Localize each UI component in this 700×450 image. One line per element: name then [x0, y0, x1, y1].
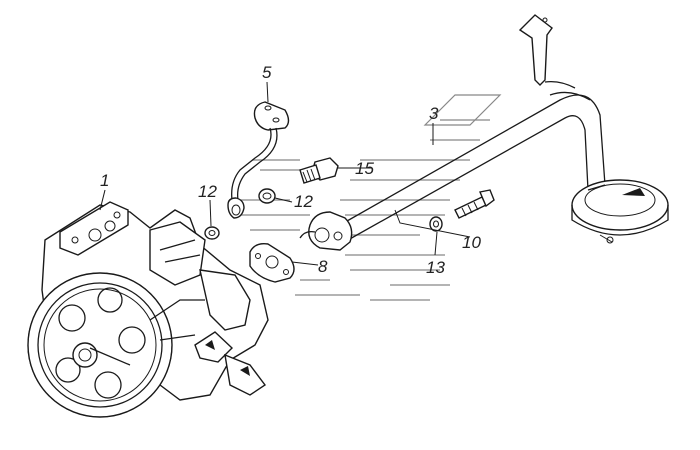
- callout-1: 1: [100, 171, 109, 190]
- leader-lines: [99, 81, 471, 266]
- oil-tube: [227, 101, 290, 219]
- background-hatching: [240, 94, 502, 301]
- washer-13: [429, 216, 443, 232]
- oil-pump-assembly: [27, 201, 269, 418]
- washer-12-left: [204, 226, 220, 240]
- callout-3: 3: [429, 104, 439, 123]
- washer-12-right: [258, 188, 276, 204]
- callout-12-left: 12: [198, 182, 217, 201]
- gasket-8: [249, 242, 295, 283]
- callout-5: 5: [262, 63, 272, 82]
- callout-10: 10: [462, 233, 481, 252]
- stud-bolt-10: [454, 189, 495, 219]
- callout-15: 15: [355, 159, 374, 178]
- callout-13: 13: [426, 258, 445, 277]
- callout-8: 8: [318, 257, 328, 276]
- callout-12-right: 12: [294, 192, 313, 211]
- bolt-15: [299, 157, 339, 184]
- oil-intake-pipe: [299, 14, 669, 251]
